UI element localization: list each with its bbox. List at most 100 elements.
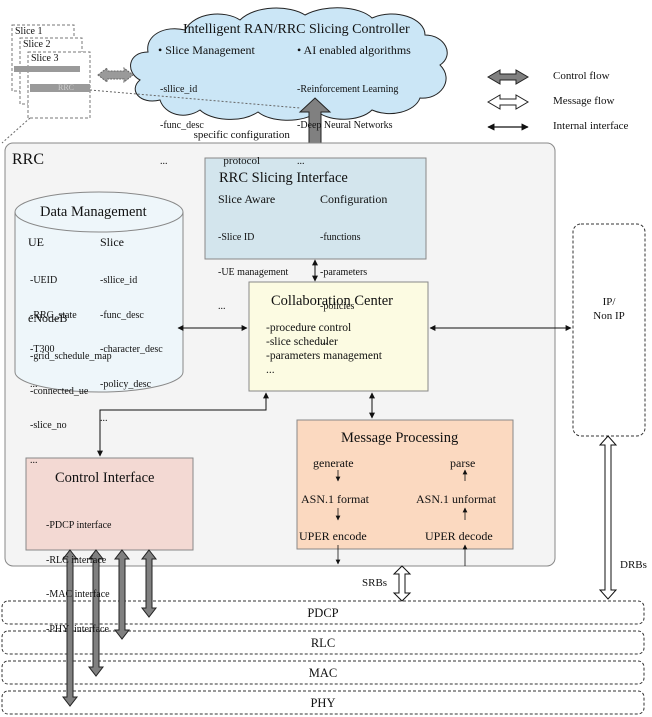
configuration-title: Configuration — [320, 192, 388, 206]
dm-ue-item: -RRC_state — [30, 309, 77, 321]
control-interface-title: Control Interface — [55, 470, 155, 486]
layer-pdcp-label: PDCP — [307, 606, 339, 620]
ctrl-rlc-arrow — [113, 549, 131, 640]
ai-algorithms-list: -Reinforcement Learning -Deep Neural Net… — [297, 60, 398, 180]
collab-control-arrow — [97, 392, 269, 457]
control-interface-item: -RLC interface — [46, 554, 107, 566]
configuration-item: -functions — [320, 232, 361, 243]
dm-ue-item: ... — [30, 378, 38, 390]
slice-aware-list: -Slice ID -UE management ... — [218, 209, 288, 324]
rrc-title: RRC — [12, 151, 45, 168]
controller-title: Intelligent RAN/RRC Slicing Controller — [183, 22, 410, 37]
dm-enodeb-title: eNodeB — [28, 311, 68, 325]
dm-slice-item: -character_desc — [100, 344, 163, 355]
collab-item: -parameters management — [266, 350, 382, 362]
legend-message-arrow — [487, 94, 529, 110]
collab-list: -procedure control -slice scheduler -par… — [266, 321, 382, 377]
control-interface-item: -PHY interface — [46, 623, 109, 635]
dm-enodeb-item: -connected_ue — [30, 385, 89, 397]
slice-management-title: • Slice Management — [158, 43, 255, 57]
mp-uper-encode: UPER encode — [299, 529, 367, 543]
drbs-arrow — [598, 435, 618, 600]
slice-management-list: -sllice_id -func_desc ... — [160, 60, 204, 180]
ai-algorithms-title: • AI enabled algorithms — [297, 43, 411, 57]
legend-message-flow: Message flow — [553, 95, 615, 107]
protocol-label-line1: specific configuration — [193, 129, 290, 141]
collab-item: -procedure control — [266, 322, 352, 334]
mp-generate: generate — [313, 456, 354, 470]
zoom-line-left — [1, 117, 31, 144]
ip-box — [572, 223, 646, 437]
configuration-item: ... — [320, 335, 328, 347]
control-interface-item: -MAC interface — [46, 589, 110, 600]
slice-aware-item: -UE management — [218, 266, 289, 278]
dm-slice-list: -sllice_id -func_desc -character_desc -p… — [100, 252, 163, 436]
layer-rlc-label: RLC — [310, 636, 336, 650]
layer-rlc-box — [1, 630, 645, 655]
legend-control-flow: Control flow — [553, 70, 610, 82]
layer-phy-label: PHY — [310, 696, 336, 710]
zoom-line-right — [89, 89, 301, 109]
slice-stack — [11, 24, 91, 119]
ctrl-mac-arrow — [87, 549, 105, 677]
dm-ue-title: UE — [28, 235, 44, 249]
slice-2-label: Slice 2 — [23, 39, 51, 50]
control-interface-item: -PDCP interface — [46, 520, 112, 531]
configuration-item: -parameters — [320, 266, 368, 278]
layer-pdcp-box — [1, 600, 645, 625]
rrc-mini-label: RRC — [58, 83, 75, 92]
configuration-list: -functions -parameters -policies ... — [320, 209, 367, 359]
configuration-item: -policies — [320, 301, 355, 312]
mp-asn1-format: ASN.1 format — [301, 492, 369, 506]
collab-title: Collaboration Center — [271, 293, 394, 309]
controller-cloud — [130, 7, 448, 121]
mp-uper-decode: UPER decode — [425, 529, 493, 543]
layer-phy-box — [1, 690, 645, 715]
control-interface-box — [25, 457, 194, 551]
ai-algorithm-item: ... — [297, 156, 305, 167]
dm-ue-item: -T300 — [30, 344, 55, 355]
dm-enodeb-list: -grid_schedule_map -connected_ue -slice_… — [30, 328, 112, 478]
ip-label-line1: IP/ — [602, 296, 616, 308]
control-interface-list: -PDCP interface -RLC interface -MAC inte… — [46, 497, 111, 647]
dm-ue-list: -UEID -RRC_state -T300 ... — [30, 252, 77, 402]
dm-enodeb-item: -slice_no — [30, 420, 67, 431]
dm-slice-item: ... — [100, 413, 108, 424]
mp-parse: parse — [450, 456, 476, 470]
slice-1-label: Slice 1 — [15, 26, 43, 37]
ip-label-line2: Non IP — [593, 310, 625, 322]
slicing-interface-title: RRC Slicing Interface — [219, 170, 348, 186]
ai-algorithm-item: -Deep Neural Networks — [297, 120, 393, 131]
data-management-title: Data Management — [40, 204, 147, 220]
ctrl-pdcp-arrow — [140, 549, 158, 618]
legend-internal-interface: Internal interface — [553, 120, 629, 132]
message-processing-box — [296, 419, 514, 550]
collab-box — [248, 281, 429, 392]
mp-asn1-unformat: ASN.1 unformat — [416, 492, 496, 506]
legend-control-arrow — [487, 69, 529, 85]
slice-management-item: ... — [160, 156, 168, 167]
slice-aware-item: ... — [218, 301, 226, 312]
dm-slice-item: -func_desc — [100, 309, 144, 321]
dm-enodeb-item: -grid_schedule_map — [30, 351, 112, 362]
dm-enodeb-item: ... — [30, 454, 38, 466]
srbs-arrow — [392, 565, 412, 602]
slice-aware-item: -Slice ID — [218, 232, 255, 243]
protocol-label: specific configuration protocol — [171, 116, 307, 168]
dm-slice-item: -policy_desc — [100, 378, 152, 390]
dm-ue-item: -UEID — [30, 275, 58, 286]
ai-algorithm-item: -Reinforcement Learning — [297, 84, 399, 95]
drbs-label: DRBs — [620, 559, 647, 571]
srbs-label: SRBs — [362, 577, 388, 589]
slice-management-item: -sllice_id — [160, 84, 198, 95]
slicing-interface-box — [204, 157, 427, 260]
ip-label: IP/ Non IP — [573, 295, 645, 323]
layer-mac-box — [1, 660, 645, 685]
slice-management-item: -func_desc — [160, 120, 204, 131]
layer-mac-label: MAC — [308, 666, 338, 680]
protocol-label-line2: protocol — [223, 155, 261, 167]
dm-slice-item: -sllice_id — [100, 275, 138, 286]
slice-aware-title: Slice Aware — [218, 192, 276, 206]
collab-item: ... — [266, 364, 275, 376]
